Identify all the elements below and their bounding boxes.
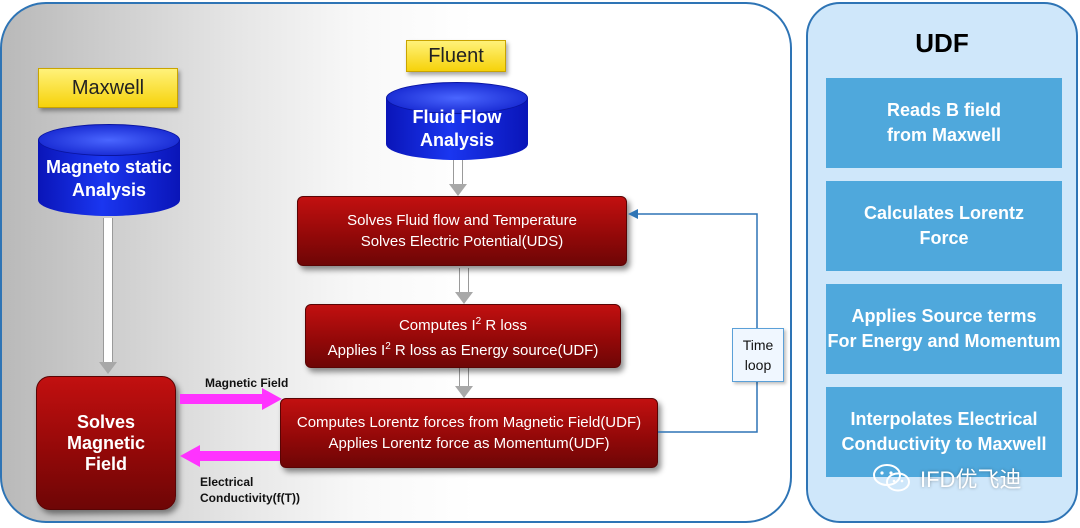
solves-magnetic-line-1: Solves [76, 411, 136, 432]
lorentz-line-2: Applies Lorentz force as Momentum(UDF) [328, 435, 610, 452]
time-loop-line-2: loop [744, 357, 772, 373]
solves-magnetic-line-3: Field [84, 453, 127, 474]
electrical-conductivity-label: Electrical Conductivity(f(T)) [200, 475, 300, 505]
solves-fluid-flow-box: Solves Fluid flow and Temperature Solves… [297, 196, 627, 266]
down-arrow-fluent-3 [454, 368, 474, 398]
solves-fluid-line-2: Solves Electric Potential(UDS) [360, 233, 564, 250]
fluid-flow-line-2: Analysis [419, 130, 495, 150]
solves-fluid-line-1: Solves Fluid flow and Temperature [347, 212, 577, 229]
solves-magnetic-field-box: Solves Magnetic Field [36, 376, 176, 510]
lorentz-force-box: Computes Lorentz forces from Magnetic Fi… [280, 398, 658, 468]
i2r-line-2: Applies I2 R loss as Energy source(UDF) [327, 341, 599, 359]
solves-magnetic-line-2: Magnetic [66, 432, 145, 453]
i2r-loss-box: Computes I2 R loss Applies I2 R loss as … [305, 304, 621, 368]
time-loop-line-1: Time [742, 337, 774, 353]
down-arrow-maxwell [98, 218, 118, 374]
magnetostatic-line-1: Magneto static [45, 157, 173, 177]
down-arrow-fluent-2 [454, 268, 474, 304]
fluid-flow-line-1: Fluid Flow [412, 107, 502, 127]
fluid-flow-analysis-cylinder: Fluid Flow Analysis [386, 82, 528, 160]
magnetic-field-label: Magnetic Field [205, 376, 289, 390]
watermark: IFD优飞迪 [872, 462, 1021, 494]
udf-title: UDF [915, 28, 969, 58]
magnetostatic-analysis-cylinder: Magneto static Analysis [38, 124, 180, 216]
maxwell-tag: Maxwell [38, 68, 178, 108]
wechat-icon [873, 464, 910, 492]
fluent-tag: Fluent [406, 40, 506, 72]
lorentz-line-1: Computes Lorentz forces from Magnetic Fi… [296, 414, 642, 431]
magnetostatic-line-2: Analysis [71, 180, 147, 200]
down-arrow-fluent-1 [448, 160, 468, 196]
i2r-line-1: Computes I2 R loss [398, 316, 528, 334]
watermark-text: IFD优飞迪 [920, 467, 1022, 492]
time-loop-box: Time loop [732, 328, 784, 382]
